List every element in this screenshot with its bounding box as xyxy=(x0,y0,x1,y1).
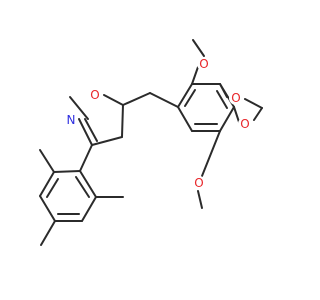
label-o-methoxy-bottom: O xyxy=(194,176,203,190)
atom-label-o-methoxy-top: O xyxy=(197,57,211,71)
bond-ar5 xyxy=(81,196,97,222)
bond-br6 xyxy=(177,106,193,132)
bond-ar2-inner xyxy=(46,178,59,198)
bond-c5-o1 xyxy=(103,94,124,106)
bond-ar3 xyxy=(39,195,56,222)
label-o-dioxole-upper: O xyxy=(231,91,240,105)
atom-label-n-isoxazoline: N xyxy=(64,113,78,127)
structure-canvas: O N O O O O xyxy=(39,39,263,246)
bond-c5-ch2 xyxy=(122,92,151,106)
bond-ar1 xyxy=(53,170,81,173)
atom-label-o-dioxole-lower: O xyxy=(238,117,252,131)
bond-ome-bottom-o xyxy=(201,130,221,177)
bond-dioxole-ch2-o2 xyxy=(253,107,263,121)
bond-n2-c3-double xyxy=(84,118,98,142)
bond-dioxole-o1-ch2 xyxy=(244,98,263,109)
bond-br1-inner xyxy=(184,89,196,107)
bond-ar6 xyxy=(79,170,97,198)
atom-label-o-dioxole-upper: O xyxy=(229,91,243,105)
atom-label-o-isoxazoline: O xyxy=(88,88,102,102)
bond-br1 xyxy=(177,83,193,108)
bond-dioxole-o1 xyxy=(219,83,228,98)
mesityl-ring xyxy=(39,144,124,246)
bond-ch2-aryl xyxy=(149,92,179,108)
bond-methyl-para xyxy=(40,220,56,246)
bond-ome-bottom-me xyxy=(197,190,203,209)
bond-br4 xyxy=(219,106,235,132)
bond-c3-c4 xyxy=(91,136,123,146)
bond-c3-aryl xyxy=(79,144,93,172)
bond-ar6-inner xyxy=(75,176,90,198)
bond-ar2 xyxy=(39,171,55,197)
atom-label-o-methoxy-bottom: O xyxy=(192,176,206,190)
bond-ome-top-me xyxy=(192,39,205,57)
bond-c4-c5 xyxy=(121,104,124,138)
isoxazoline-ring xyxy=(69,94,124,146)
bond-n2-c3 xyxy=(78,118,93,146)
label-n-isoxazoline: N xyxy=(67,113,76,127)
label-o-isoxazoline: O xyxy=(90,88,99,102)
bond-ome-top-o xyxy=(191,66,199,85)
bond-br3-inner xyxy=(216,90,228,109)
label-o-dioxole-lower: O xyxy=(240,117,249,131)
label-o-methoxy-top: O xyxy=(199,57,208,71)
molecule-diagram: O N O O O O xyxy=(39,39,263,246)
bond-methyl-ortho1 xyxy=(39,149,55,173)
bond-o1-n2 xyxy=(69,96,89,120)
